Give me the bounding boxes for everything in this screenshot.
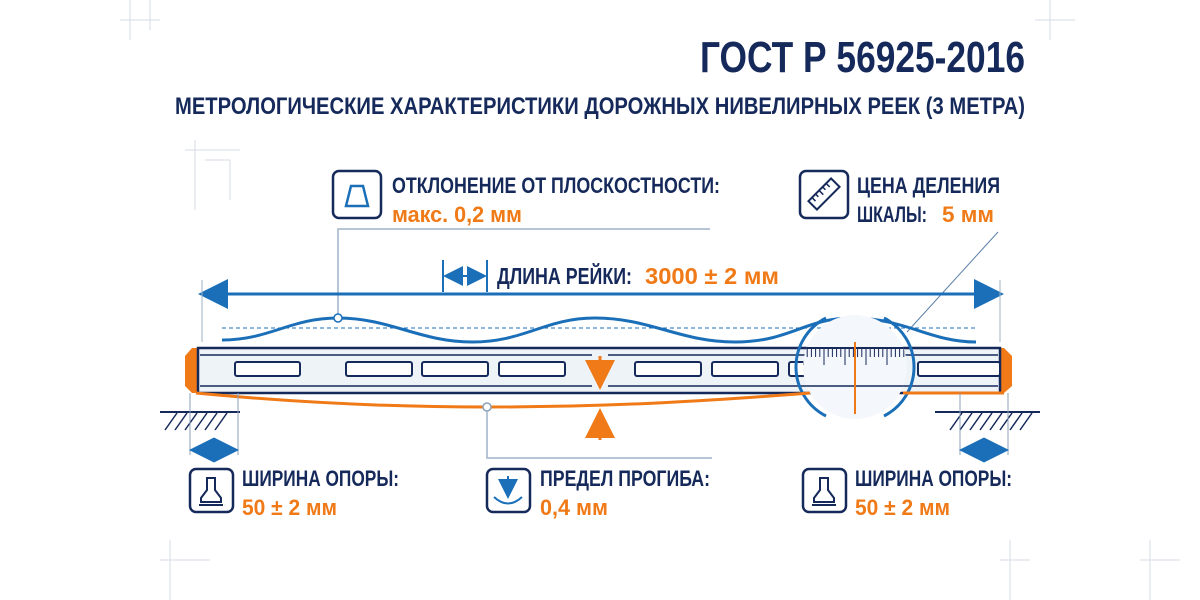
flatness-callout: ОТКЛОНЕНИЕ ОТ ПЛОСКОСТНОСТИ: макс. 0,2 м… xyxy=(331,169,720,318)
support-right-label: ШИРИНА ОПОРЫ: xyxy=(855,466,1012,491)
support-right-value: 50 ± 2 мм xyxy=(855,495,950,520)
support-icon xyxy=(812,477,836,506)
magnifier-scale xyxy=(794,315,916,419)
length-callout: ДЛИНА РЕЙКИ: 3000 ± 2 мм xyxy=(198,260,1004,342)
deflection-icon xyxy=(493,476,523,505)
deflection-curve xyxy=(195,391,811,409)
length-value: 3000 ± 2 мм xyxy=(645,263,779,289)
length-label: ДЛИНА РЕЙКИ: xyxy=(497,262,632,289)
scale-callout: ЦЕНА ДЕЛЕНИЯ ШКАЛЫ: 5 мм xyxy=(798,169,1000,333)
deflection-value: 0,4 мм xyxy=(540,495,608,520)
support-left-callout: ШИРИНА ОПОРЫ: 50 ± 2 мм xyxy=(188,466,399,520)
ruler-icon xyxy=(807,177,841,211)
support-left-value: 50 ± 2 мм xyxy=(242,495,337,520)
scale-label-line1: ЦЕНА ДЕЛЕНИЯ xyxy=(857,173,1000,198)
support-icon xyxy=(199,477,223,506)
corner-decorations xyxy=(120,0,1180,600)
left-support xyxy=(160,393,240,463)
scale-label-line2: ШКАЛЫ: xyxy=(857,202,927,227)
page-subtitle: МЕТРОЛОГИЧЕСКИЕ ХАРАКТЕРИСТИКИ ДОРОЖНЫХ … xyxy=(175,93,1025,120)
deflection-label: ПРЕДЕЛ ПРОГИБА: xyxy=(540,466,710,491)
scale-value: 5 мм xyxy=(942,202,994,227)
support-right-callout: ШИРИНА ОПОРЫ: 50 ± 2 мм xyxy=(801,466,1012,520)
deflection-callout: ПРЕДЕЛ ПРОГИБА: 0,4 мм xyxy=(485,466,710,520)
support-left-label: ШИРИНА ОПОРЫ: xyxy=(242,466,399,491)
trapezoid-icon xyxy=(344,184,370,208)
page-title: ГОСТ Р 56925-2016 xyxy=(700,33,1025,82)
double-arrow-icon xyxy=(442,260,488,292)
flatness-label: ОТКЛОНЕНИЕ ОТ ПЛОСКОСТНОСТИ: xyxy=(392,173,720,198)
flatness-value: макс. 0,2 мм xyxy=(392,202,522,227)
right-support xyxy=(935,393,1040,463)
